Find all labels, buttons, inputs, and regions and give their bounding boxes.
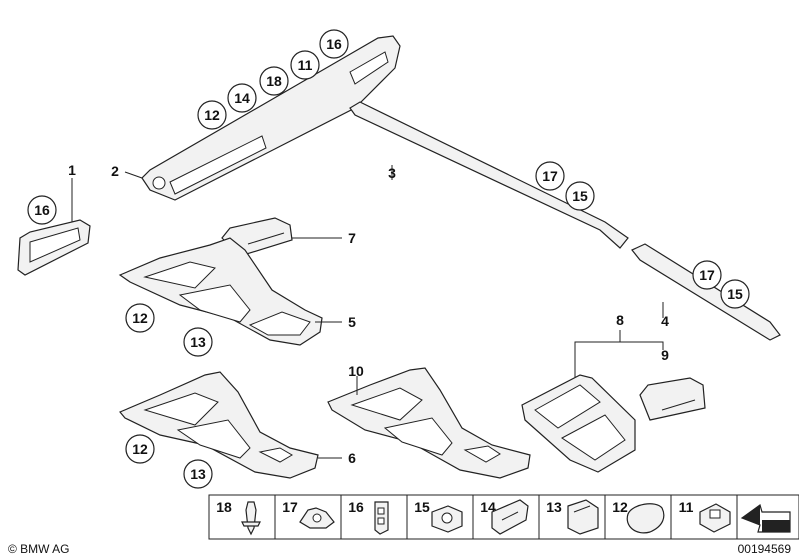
fastener-14-spring-clip-icon xyxy=(491,499,529,535)
fastener-15-nut-icon xyxy=(431,505,463,533)
label-part-1: 1 xyxy=(68,162,76,178)
strip-label-7: 12 xyxy=(612,499,628,515)
part-8-console-block xyxy=(521,374,636,473)
direction-arrow-icon xyxy=(740,504,791,533)
part-3-long-strip xyxy=(349,101,629,249)
label-part-10: 10 xyxy=(348,363,364,379)
callout-14-top: 14 xyxy=(227,83,257,113)
circled-callouts: 16 11 18 14 12 17 15 16 17 15 12 13 12 1… xyxy=(27,29,750,489)
label-part-6: 6 xyxy=(348,450,356,466)
document-number: 00194569 xyxy=(738,542,792,556)
fastener-17-clip-icon xyxy=(299,507,335,529)
label-part-9: 9 xyxy=(661,347,669,363)
callout-16-left: 16 xyxy=(27,195,57,225)
strip-label-2: 17 xyxy=(282,499,298,515)
svg-text:12: 12 xyxy=(204,107,220,123)
svg-text:12: 12 xyxy=(132,310,148,326)
callout-13-b: 13 xyxy=(183,459,213,489)
svg-text:18: 18 xyxy=(266,73,282,89)
fastener-11-push-nut-icon xyxy=(699,503,731,533)
svg-text:11: 11 xyxy=(298,57,313,73)
strip-label-8: 11 xyxy=(679,499,694,515)
strip-label-3: 16 xyxy=(348,499,364,515)
callout-17-mid: 17 xyxy=(535,161,565,191)
strip-label-6: 13 xyxy=(546,499,562,515)
svg-text:15: 15 xyxy=(572,188,588,204)
callout-17-right: 17 xyxy=(692,260,722,290)
part-1-side-trim xyxy=(17,219,91,276)
callout-11-top: 11 xyxy=(290,50,320,80)
label-part-4: 4 xyxy=(661,313,669,329)
part-9-cover xyxy=(639,377,706,421)
leader-lines xyxy=(71,165,664,459)
part-10-console-trim xyxy=(327,367,531,479)
svg-text:17: 17 xyxy=(699,267,715,283)
svg-text:15: 15 xyxy=(727,286,743,302)
part-2-dash-trim xyxy=(141,35,401,201)
label-part-2: 2 xyxy=(111,163,119,179)
svg-text:12: 12 xyxy=(132,441,148,457)
label-part-5: 5 xyxy=(348,314,356,330)
fastener-12-cap-icon xyxy=(626,503,665,534)
callout-13-a: 13 xyxy=(183,327,213,357)
label-part-7: 7 xyxy=(348,230,356,246)
callout-15-right: 15 xyxy=(720,279,750,309)
callout-16-top: 16 xyxy=(319,29,349,59)
fastener-16-bracket-icon xyxy=(374,501,389,535)
strip-label-1: 18 xyxy=(216,499,232,515)
label-part-8: 8 xyxy=(616,312,624,328)
callout-12-b: 12 xyxy=(125,434,155,464)
callout-12-top: 12 xyxy=(197,100,227,130)
part-5-console-trim xyxy=(118,237,323,346)
part-6-console-trim xyxy=(119,371,319,479)
callout-15-mid: 15 xyxy=(565,181,595,211)
callout-12-a: 12 xyxy=(125,303,155,333)
label-part-3: 3 xyxy=(388,165,396,181)
fastener-strip: 18 17 16 15 14 13 12 11 xyxy=(208,494,799,540)
part-number-labels: 1 2 3 4 5 6 7 8 9 10 xyxy=(68,162,669,466)
callout-18-top: 18 xyxy=(259,66,289,96)
svg-text:16: 16 xyxy=(326,36,342,52)
strip-label-5: 14 xyxy=(480,499,496,515)
svg-text:14: 14 xyxy=(234,90,250,106)
fastener-13-clip-icon xyxy=(567,499,599,535)
brand-copyright: © BMW AG xyxy=(8,542,70,556)
svg-text:17: 17 xyxy=(542,168,558,184)
part-4-door-strip xyxy=(631,243,781,341)
strip-label-4: 15 xyxy=(414,499,430,515)
fastener-18-pin-icon xyxy=(241,501,261,536)
svg-text:13: 13 xyxy=(190,334,206,350)
svg-text:13: 13 xyxy=(190,466,206,482)
svg-text:16: 16 xyxy=(34,202,50,218)
